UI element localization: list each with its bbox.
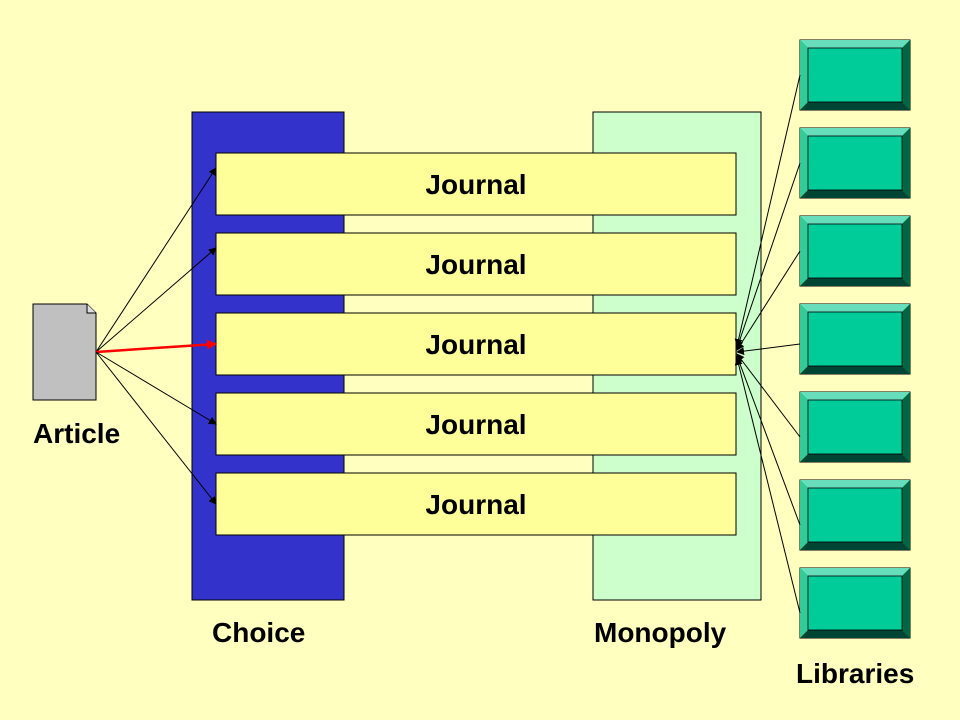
library-line [736, 353, 801, 438]
monopoly-label: Monopoly [594, 617, 727, 648]
journal-label: Journal [425, 409, 526, 440]
library-line [735, 355, 801, 526]
article-arrow [95, 167, 217, 353]
library-box [799, 215, 911, 287]
article-arrow [95, 351, 217, 425]
highlighted-arrow [95, 339, 217, 354]
journal-label: Journal [425, 169, 526, 200]
article-document-icon [32, 303, 97, 401]
library-box [799, 127, 911, 199]
libraries-label: Libraries [796, 658, 915, 689]
journal-box: Journal [215, 232, 737, 296]
library-box [799, 567, 911, 639]
library-line [734, 74, 801, 347]
library-line [735, 162, 801, 349]
library-box [799, 39, 911, 111]
choice-label: Choice [212, 617, 306, 648]
library-line [736, 250, 801, 351]
journal-box: Journal [215, 472, 737, 536]
article-arrows [95, 167, 217, 505]
journal-label: Journal [425, 249, 526, 280]
journal-label: Journal [425, 329, 526, 360]
article-label: Article [33, 418, 121, 449]
library-box [799, 391, 911, 463]
library-lines [734, 74, 801, 614]
journal-label: Journal [425, 489, 526, 520]
journal-box: Journal [215, 392, 737, 456]
library-line [734, 357, 801, 614]
library-line [736, 343, 801, 356]
library-box [799, 303, 911, 375]
article-arrow [95, 351, 217, 505]
article-arrow [95, 247, 217, 353]
libraries-stack [799, 39, 911, 639]
journal-box: Journal [215, 152, 737, 216]
library-box [799, 479, 911, 551]
journal-box: Journal [215, 312, 737, 376]
